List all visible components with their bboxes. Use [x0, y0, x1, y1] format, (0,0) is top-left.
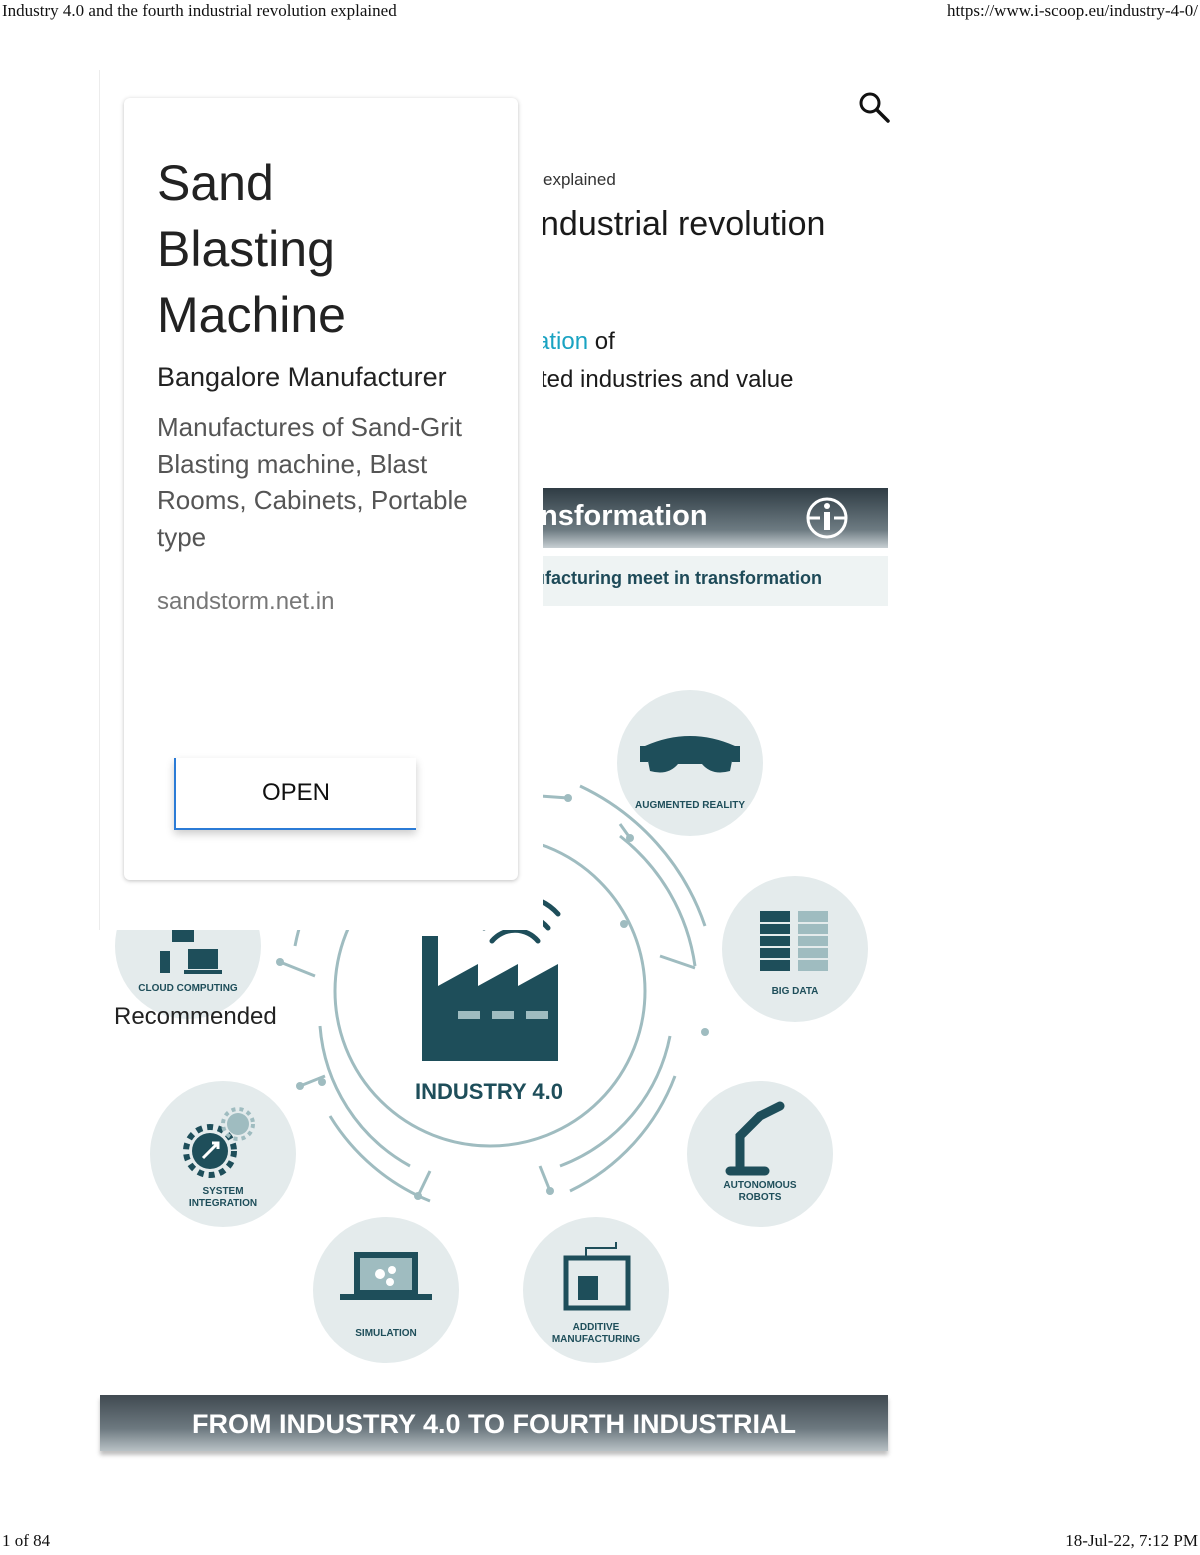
intro-link[interactable]: ation: [536, 328, 589, 355]
ring-dots: [276, 794, 709, 1200]
ad-subtitle: Bangalore Manufacturer: [157, 362, 447, 392]
additive-manufacturing-label-1: ADDITIVE: [573, 1322, 620, 1333]
ad-card[interactable]: [124, 98, 518, 880]
augmented-reality-label: AUGMENTED REALITY: [635, 800, 745, 811]
print-title: Industry 4.0 and the fourth industrial r…: [2, 1, 397, 20]
infographic-sub-text: ıfacturing meet in transformation: [540, 568, 823, 588]
cloud-network-icon: [160, 928, 222, 974]
infographic-sub-banner: ıfacturing meet in transformation: [540, 556, 888, 606]
robot-arm-icon: [725, 1101, 785, 1176]
infographic-header-banner: nsformation: [540, 488, 888, 548]
laptop-icon: [340, 1252, 432, 1300]
gears-icon: [183, 1107, 255, 1178]
infographic-header-text: nsformation: [540, 500, 708, 532]
ad-title-line-2: Blasting: [157, 221, 335, 277]
print-header: Industry 4.0 and the fourth industrial r…: [0, 1, 1200, 25]
intro-line-1: ation of: [536, 328, 615, 356]
print-footer: 1 of 84 18-Jul-22, 7:12 PM: [0, 1531, 1200, 1555]
recommended-label: Recommended: [114, 1003, 277, 1030]
breadcrumb[interactable]: explained: [543, 170, 616, 189]
ad-description: Manufactures of Sand-Grit Blasting machi…: [157, 412, 468, 552]
ad-title[interactable]: Sand Blasting Machine: [157, 150, 497, 348]
ad-title-line-3: Machine: [157, 287, 346, 343]
system-integration-label-1: SYSTEM: [202, 1186, 243, 1197]
page-title: ndustrial revolution: [540, 205, 826, 243]
intro-line-2: ted industries and value: [540, 366, 794, 393]
center-label: INDUSTRY 4.0: [415, 1079, 563, 1104]
autonomous-robots-circle: [687, 1081, 833, 1227]
vr-goggles-icon: [640, 736, 740, 773]
print-datetime: 18-Jul-22, 7:12 PM: [1065, 1531, 1198, 1550]
3d-printer-icon: [563, 1242, 631, 1311]
ad-url[interactable]: sandstorm.net.in: [157, 588, 335, 615]
print-url: https://www.i-scoop.eu/industry-4-0/: [946, 1, 1198, 20]
autonomous-robots-label-1: AUTONOMOUS: [723, 1180, 796, 1191]
big-data-label: BIG DATA: [772, 986, 819, 997]
page-count: 1 of 84: [2, 1531, 51, 1550]
ad-open-button[interactable]: OPEN: [174, 758, 416, 830]
i-scoop-logo-icon: [806, 497, 848, 539]
server-icon: [760, 911, 828, 971]
intro-line-1-tail: of: [588, 328, 615, 355]
factory-icon: [422, 936, 558, 1061]
infographic-footer-banner: FROM INDUSTRY 4.0 TO FOURTH INDUSTRIAL R…: [100, 1395, 888, 1497]
ad-title-line-1: Sand: [157, 155, 274, 211]
cloud-computing-label: CLOUD COMPUTING: [138, 983, 238, 994]
autonomous-robots-label-2: ROBOTS: [739, 1192, 782, 1203]
simulation-label: SIMULATION: [355, 1328, 416, 1339]
additive-manufacturing-label-2: MANUFACTURING: [552, 1334, 641, 1345]
big-data-circle: [722, 876, 868, 1022]
search-icon[interactable]: [857, 90, 891, 124]
system-integration-label-2: INTEGRATION: [189, 1198, 257, 1209]
